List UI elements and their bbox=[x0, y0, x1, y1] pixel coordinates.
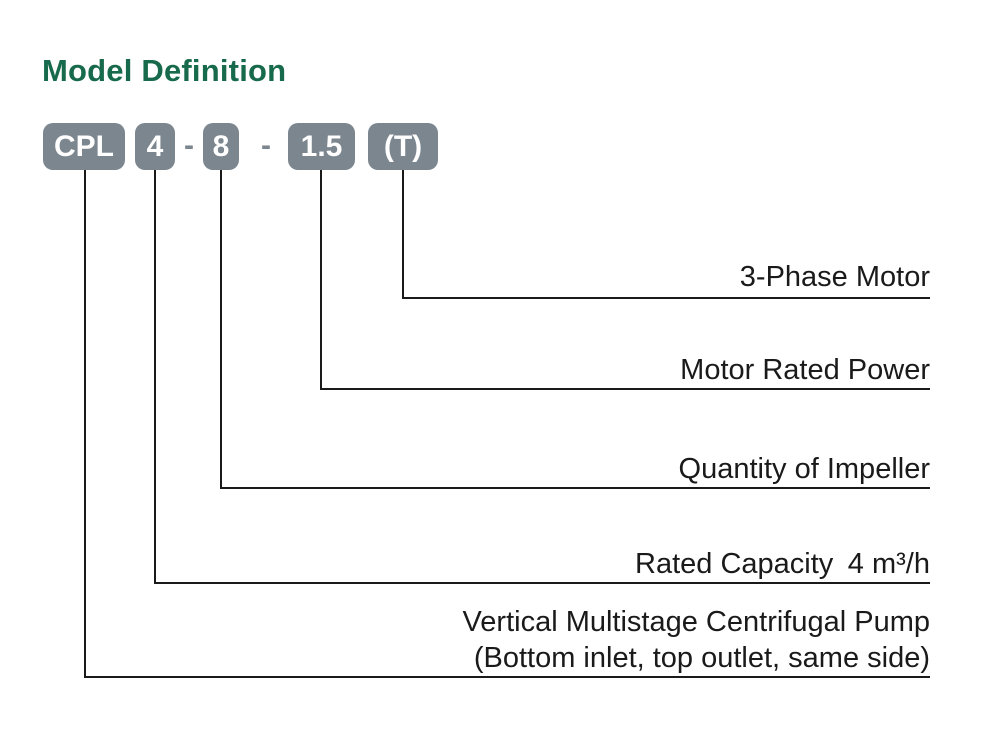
label-motor-rated-power: Motor Rated Power bbox=[680, 353, 930, 386]
code-separator-1: - bbox=[184, 129, 194, 162]
connector-line-power bbox=[320, 170, 930, 390]
label-pump-type: Vertical Multistage Centrifugal Pump (Bo… bbox=[463, 605, 930, 676]
code-box-power: 1.5 bbox=[288, 123, 355, 170]
connector-line-impeller bbox=[220, 170, 930, 489]
label-rated-capacity: Rated Capacity 4 m³/h bbox=[635, 547, 930, 580]
code-box-impeller-count: 8 bbox=[203, 123, 239, 170]
label-pump-type-line1: Vertical Multistage Centrifugal Pump bbox=[462, 606, 930, 639]
code-box-series: CPL bbox=[43, 123, 125, 170]
code-separator-2: - bbox=[261, 129, 271, 162]
code-box-phase: (T) bbox=[368, 123, 438, 170]
label-pump-type-line2: (Bottom inlet, top outlet, same side) bbox=[473, 641, 930, 674]
connector-line-phase bbox=[402, 170, 930, 299]
code-box-capacity: 4 bbox=[135, 123, 175, 170]
label-phase-motor: 3-Phase Motor bbox=[739, 260, 930, 293]
page-title: Model Definition bbox=[42, 53, 287, 88]
connector-line-capacity bbox=[154, 170, 930, 584]
label-quantity-of-impeller: Quantity of Impeller bbox=[678, 452, 930, 485]
connector-line-series bbox=[84, 170, 930, 678]
